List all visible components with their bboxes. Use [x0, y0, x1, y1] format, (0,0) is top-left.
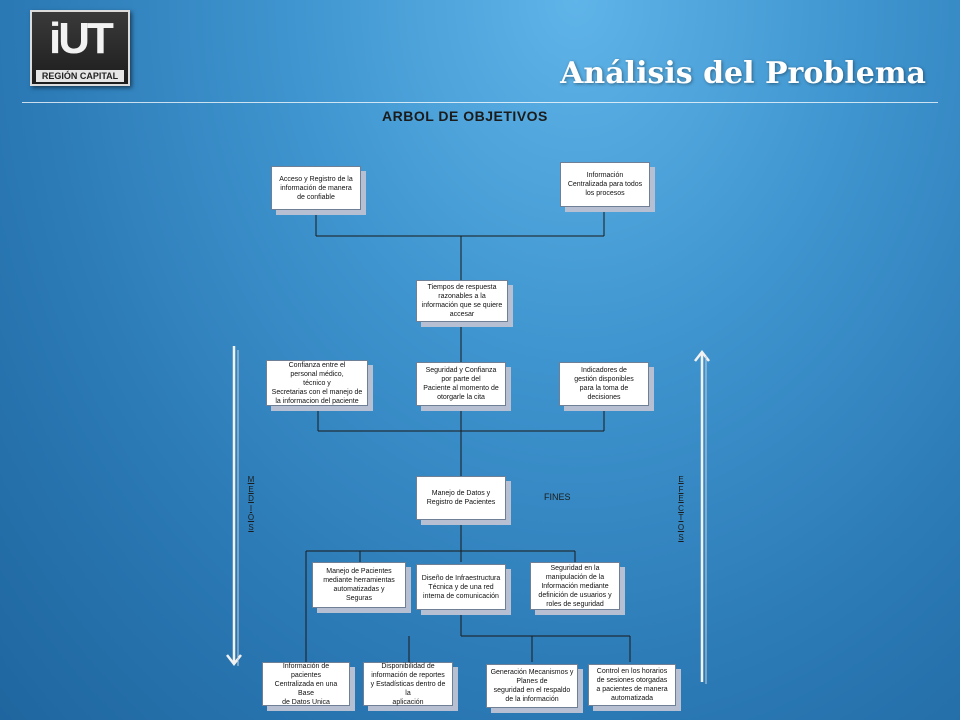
node-indicadores: Indicadores de gestión disponibles para … — [559, 362, 649, 406]
slide-title: Análisis del Problema — [560, 56, 926, 91]
node-label: Manejo de Pacientes mediante herramienta… — [323, 568, 395, 602]
title-divider — [22, 102, 938, 103]
node-confianza: Confianza entre el personal médico, técn… — [266, 360, 368, 406]
node-manejo-pacientes: Manejo de Pacientes mediante herramienta… — [312, 562, 406, 608]
fines-label: FINES — [544, 492, 571, 502]
logo-region-text: REGIÓN CAPITAL — [36, 70, 124, 82]
node-manejo-datos: Manejo de Datos y Registro de Pacientes — [416, 476, 506, 520]
node-label: Seguridad y Confianza por parte del Paci… — [423, 367, 499, 401]
node-seguridad-manipulacion: Seguridad en la manipulación de la Infor… — [530, 562, 620, 610]
efectos-arrow — [694, 349, 710, 682]
node-informacion-pacientes: Información de pacientes Centralizada en… — [262, 662, 350, 706]
node-tiempos-respuesta: Tiempos de respuesta razonables a la inf… — [416, 280, 508, 322]
logo-mark: iUT — [49, 14, 114, 63]
node-diseno-infraestructura: Diseño de Infraestructura Técnica y de u… — [416, 564, 506, 610]
iut-logo: iUT REGIÓN CAPITAL — [30, 10, 130, 86]
node-acceso-registro: Acceso y Registro de la información de m… — [271, 166, 361, 210]
node-label: Manejo de Datos y Registro de Pacientes — [426, 490, 496, 506]
node-disponibilidad: Disponibilidad de información de reporte… — [363, 662, 453, 706]
efectos-label: E F E C T O S — [677, 475, 685, 542]
node-label: Seguridad en la manipulación de la Infor… — [538, 564, 612, 608]
medios-arrow — [226, 346, 242, 667]
medios-label: M E D I O S — [247, 475, 255, 532]
node-label: Tiempos de respuesta razonables a la inf… — [421, 284, 503, 318]
node-seguridad-confianza: Seguridad y Confianza por parte del Paci… — [416, 362, 506, 406]
node-label: Indicadores de gestión disponibles para … — [574, 367, 634, 401]
node-label: Información Centralizada para todos los … — [567, 172, 643, 197]
node-label: Diseño de Infraestructura Técnica y de u… — [421, 574, 501, 600]
node-informacion-centralizada: Información Centralizada para todos los … — [560, 162, 650, 207]
node-label: Control en los horarios de sesiones otor… — [596, 668, 668, 702]
node-label: Confianza entre el personal médico, técn… — [271, 361, 363, 405]
node-label: Información de pacientes Centralizada en… — [274, 662, 338, 706]
node-control-horarios: Control en los horarios de sesiones otor… — [588, 664, 676, 706]
node-label: Disponibilidad de información de reporte… — [370, 662, 446, 706]
node-label: Generación Mecanismos y Planes de seguri… — [490, 669, 574, 703]
node-label: Acceso y Registro de la información de m… — [279, 175, 353, 201]
node-generacion-mecanismos: Generación Mecanismos y Planes de seguri… — [486, 664, 578, 708]
diagram-subtitle: ARBOL DE OBJETIVOS — [382, 108, 548, 124]
